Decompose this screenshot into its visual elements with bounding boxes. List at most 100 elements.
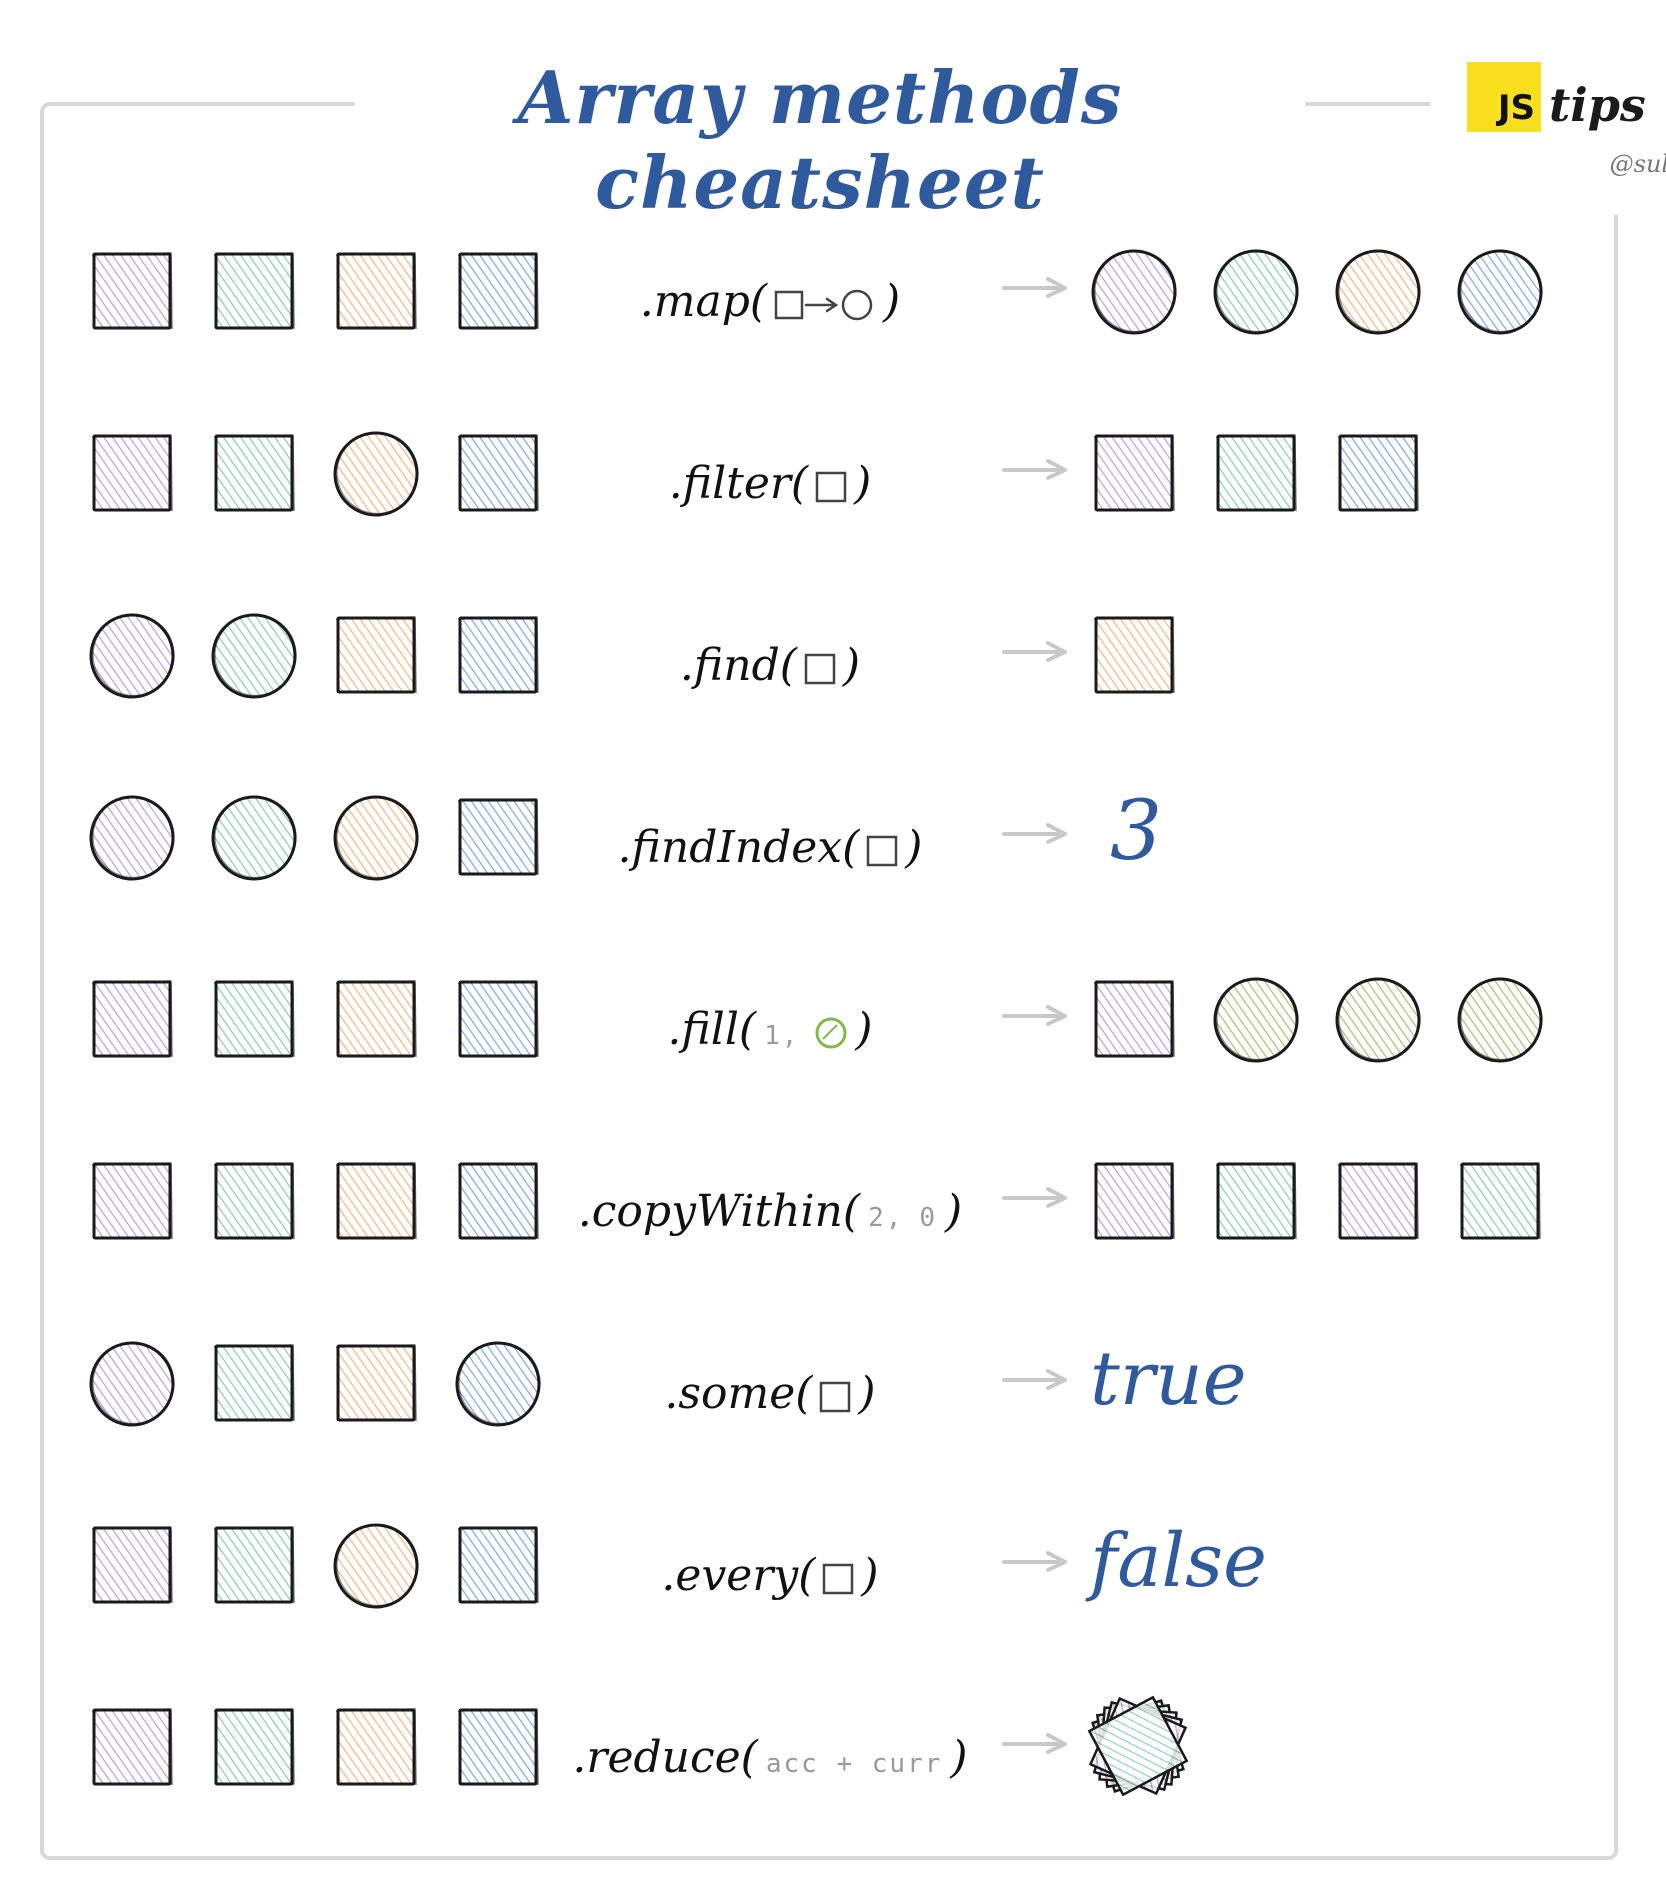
square-icon (820, 1381, 851, 1412)
input-square-orange (335, 252, 417, 330)
method-label: .reduce(acc + curr) (510, 1728, 1030, 1794)
closing-paren: ) (950, 1732, 968, 1783)
output-square-green (1215, 434, 1297, 512)
input-circle-purple (89, 1341, 175, 1427)
input-square-green (213, 434, 295, 512)
method-label: .findIndex() (510, 818, 1030, 878)
input-square-blue (457, 616, 539, 694)
input-square-green (213, 252, 295, 330)
input-circle-orange (333, 1523, 419, 1609)
input-square-blue (457, 252, 539, 330)
square-icon (823, 1563, 854, 1594)
arrow-icon (1002, 1733, 1067, 1754)
closing-paren: ) (905, 822, 923, 873)
input-square-blue (457, 798, 539, 876)
closing-paren: ) (854, 458, 872, 509)
square-to-circle-icon (774, 289, 873, 320)
method-row-graphic (91, 977, 1543, 1063)
method-name: .copyWithin( (577, 1186, 861, 1237)
arrow-icon (1002, 641, 1067, 662)
method-row-graphic (91, 249, 1543, 335)
method-name: .filter( (668, 458, 809, 509)
input-square-green (213, 1708, 295, 1786)
method-argument: 1, (764, 1021, 800, 1051)
method-argument: acc + curr (765, 1749, 943, 1779)
input-square-purple (91, 1526, 173, 1604)
input-square-orange (335, 1162, 417, 1240)
input-square-blue (457, 1708, 539, 1786)
input-square-purple (91, 980, 173, 1058)
arrow-icon (1002, 1551, 1067, 1572)
output-circle-lime (1335, 977, 1421, 1063)
method-name: .reduce( (572, 1732, 758, 1783)
output-circle-orange (1335, 249, 1421, 335)
method-name: .find( (679, 640, 797, 691)
output-circle-blue (1457, 249, 1543, 335)
input-circle-blue (455, 1341, 541, 1427)
method-label: .filter() (510, 454, 1030, 514)
input-square-orange (335, 1708, 417, 1786)
page-title: Array methods cheatsheet (517, 55, 1123, 225)
lime-circle-icon (815, 1017, 847, 1048)
method-row-graphic (89, 613, 1175, 699)
result-value: true (1090, 1336, 1247, 1422)
closing-paren: ) (858, 1368, 876, 1419)
method-row-graphic (91, 1695, 1189, 1797)
input-square-purple (91, 1162, 173, 1240)
output-square-purple (1337, 1162, 1419, 1240)
result-value: false (1090, 1518, 1267, 1604)
input-square-blue (457, 434, 539, 512)
output-circle-purple (1091, 249, 1177, 335)
method-row-graphic (89, 795, 1067, 881)
square-icon (804, 653, 836, 684)
result-value: 3 (1110, 784, 1163, 879)
method-label: .copyWithin(2,0) (510, 1182, 1030, 1248)
reduced-stack-icon (1087, 1695, 1189, 1797)
method-name: .every( (661, 1550, 816, 1601)
method-row-graphic (91, 431, 1419, 517)
output-circle-green (1213, 249, 1299, 335)
arrow-icon (1002, 1369, 1067, 1390)
output-square-green (1459, 1162, 1541, 1240)
method-name: .fill( (667, 1004, 757, 1055)
arrow-icon (1002, 459, 1067, 480)
arrow-icon (1002, 1187, 1067, 1208)
input-square-green (213, 1344, 295, 1422)
input-square-orange (335, 1344, 417, 1422)
method-label: .every() (510, 1546, 1030, 1606)
arrow-icon (1002, 1005, 1067, 1026)
method-name: .map( (639, 276, 768, 327)
input-circle-purple (89, 613, 175, 699)
js-logo: JS (1467, 62, 1541, 132)
author-handle: @sulco (1609, 150, 1666, 178)
output-square-green (1215, 1162, 1297, 1240)
output-circle-lime (1213, 977, 1299, 1063)
method-label: .some() (510, 1364, 1030, 1424)
output-square-orange (1093, 616, 1175, 694)
input-circle-orange (333, 431, 419, 517)
output-square-blue (1337, 434, 1419, 512)
output-square-purple (1093, 1162, 1175, 1240)
method-row-graphic (91, 1523, 1067, 1609)
input-circle-green (211, 613, 297, 699)
method-argument: 0 (919, 1203, 938, 1233)
closing-paren: ) (842, 640, 861, 691)
square-icon (815, 471, 847, 502)
output-square-purple (1093, 980, 1175, 1058)
input-square-purple (91, 1708, 173, 1786)
square-icon (867, 835, 898, 866)
input-square-blue (457, 1162, 539, 1240)
method-label: .map() (510, 272, 1030, 332)
input-square-orange (335, 980, 417, 1058)
arrow-icon (1002, 277, 1067, 298)
method-label: .find() (510, 636, 1030, 696)
input-square-green (213, 980, 295, 1058)
closing-paren: ) (855, 1004, 873, 1055)
method-name: .findIndex( (617, 822, 860, 873)
input-circle-purple (89, 795, 175, 881)
closing-paren: ) (945, 1186, 963, 1237)
method-row-graphic (89, 1341, 1067, 1427)
closing-paren: ) (883, 276, 901, 327)
title-gap (355, 60, 1305, 150)
